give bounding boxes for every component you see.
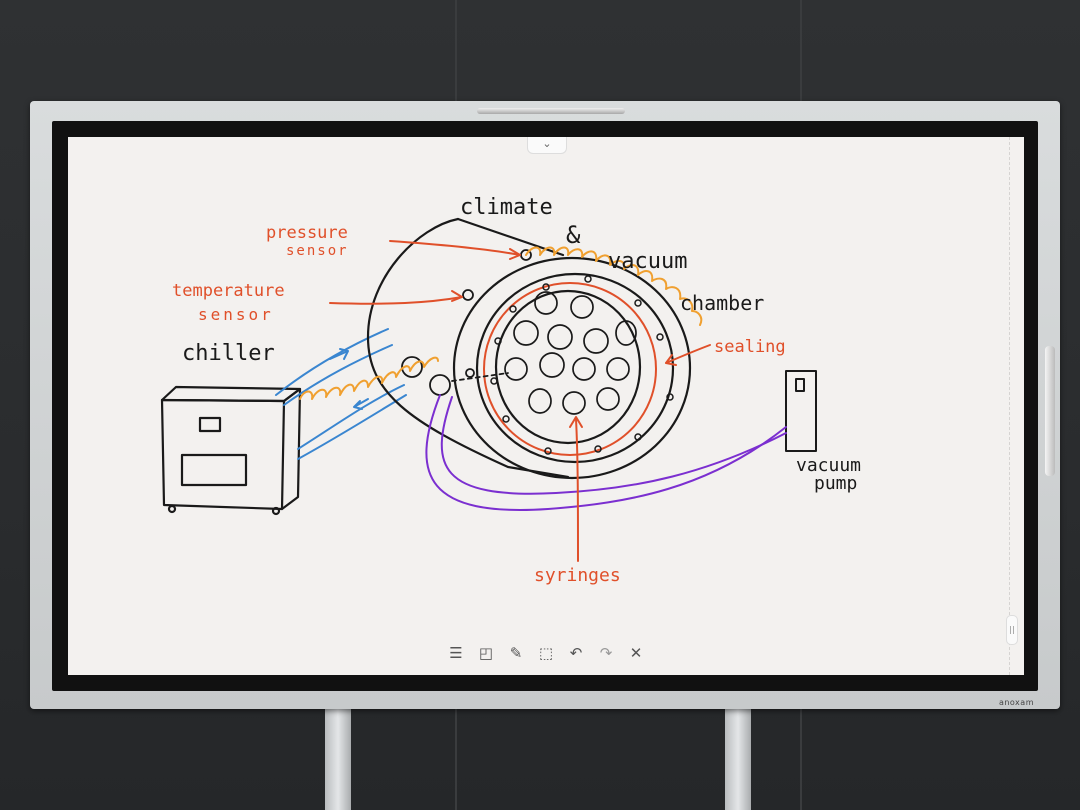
label-pressure: pressure bbox=[266, 223, 348, 243]
display-bezel: ⌄ || bbox=[52, 121, 1038, 691]
chiller-unit bbox=[160, 385, 302, 516]
side-panel-handle[interactable]: || bbox=[1006, 615, 1018, 645]
label-vacuum-pump-2: pump bbox=[814, 473, 858, 494]
vacuum-hoses bbox=[425, 394, 787, 511]
chamber-shell bbox=[366, 217, 692, 480]
label-chamber: chamber bbox=[680, 291, 765, 315]
undo-icon[interactable]: ↶ bbox=[569, 644, 583, 662]
select-icon[interactable]: ⬚ bbox=[538, 644, 554, 662]
interactive-display: ⌄ || bbox=[30, 101, 1060, 709]
sealing-ring bbox=[483, 282, 657, 456]
brand-logo: anoxam bbox=[998, 698, 1034, 707]
whiteboard-toolbar: ☰ ◰ ✎ ⬚ ↶ ↷ ✕ bbox=[446, 641, 646, 665]
flange-bolts bbox=[490, 275, 674, 455]
label-chiller: chiller bbox=[182, 341, 275, 366]
page-boundary bbox=[1009, 137, 1010, 675]
label-pressure-sensor: sensor bbox=[286, 243, 349, 259]
close-icon[interactable]: ✕ bbox=[629, 644, 643, 662]
heater-coil bbox=[299, 246, 703, 400]
sticky-note-icon[interactable]: ◰ bbox=[478, 644, 494, 662]
label-temperature: temperature bbox=[172, 281, 285, 301]
sketch-diagram bbox=[160, 217, 817, 562]
vacuum-pump-unit bbox=[785, 370, 817, 452]
edit-icon[interactable]: ✎ bbox=[509, 644, 523, 662]
redo-icon[interactable]: ↷ bbox=[599, 644, 613, 662]
coolant-pipes bbox=[275, 328, 407, 460]
whiteboard-canvas[interactable]: ⌄ || bbox=[68, 137, 1024, 675]
label-ampersand: & bbox=[566, 221, 581, 249]
menu-icon[interactable]: ☰ bbox=[449, 644, 463, 662]
stand-leg-left bbox=[325, 700, 351, 810]
stylus-pen-side[interactable] bbox=[1045, 346, 1055, 476]
stand-leg-right bbox=[725, 700, 751, 810]
label-sealing: sealing bbox=[714, 337, 786, 357]
syringes-array bbox=[504, 291, 637, 415]
label-temperature-sensor: sensor bbox=[198, 305, 274, 324]
annotation-arrows bbox=[329, 240, 711, 562]
expand-chevron-icon[interactable]: ⌄ bbox=[527, 137, 567, 154]
stylus-pen-top[interactable] bbox=[477, 108, 625, 114]
label-vacuum: vacuum bbox=[608, 249, 688, 274]
label-vacuum-pump-1: vacuum bbox=[796, 455, 862, 476]
label-syringes: syringes bbox=[534, 565, 621, 586]
chamber-ports bbox=[401, 249, 532, 396]
label-climate: climate bbox=[460, 195, 553, 220]
